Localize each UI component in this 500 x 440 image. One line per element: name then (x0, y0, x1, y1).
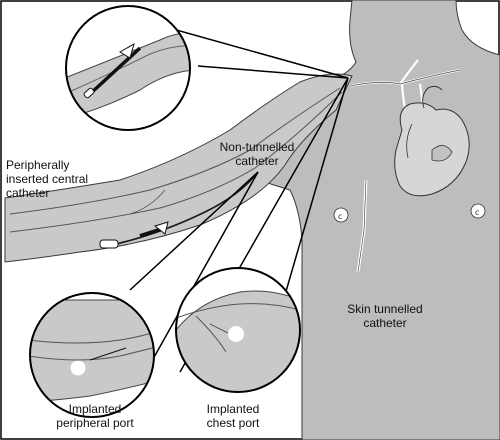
chest-port-icon (228, 326, 244, 342)
magnifier-chest-port (175, 267, 301, 393)
nipple-right-icon: c (470, 203, 486, 219)
svg-text:c: c (338, 212, 342, 221)
chest-veins-outline (349, 69, 461, 87)
leader-line-2 (197, 65, 349, 79)
nipple-left-icon: c (333, 207, 349, 223)
magnifier-peripheral-port (29, 292, 155, 418)
label-skin-tunnelled: Skin tunnelled catheter (347, 302, 423, 330)
arm-vein-lower (9, 91, 343, 233)
label-chest-port: Implanted chest port (206, 402, 260, 430)
arm-vein-branch (129, 189, 166, 215)
skin-tunnelled-catheter-outline (357, 179, 367, 273)
port-icon (70, 360, 86, 376)
label-non-tunnelled: Non-tunnelled catheter (219, 140, 295, 168)
leader-line-4 (279, 77, 349, 313)
label-picc: Peripherally inserted central catheter (6, 158, 89, 200)
leader-line-5 (129, 171, 259, 291)
catheter-hub-icon (99, 221, 169, 249)
picc-catheter-line (111, 171, 259, 246)
label-peripheral-port: Implanted peripheral port (56, 402, 134, 430)
torso-silhouette (257, 0, 500, 440)
arm-vein-upper (9, 87, 341, 215)
svg-text:c: c (475, 208, 479, 217)
heart-icon (394, 85, 470, 197)
magnifier-non-tunnelled (65, 5, 191, 131)
